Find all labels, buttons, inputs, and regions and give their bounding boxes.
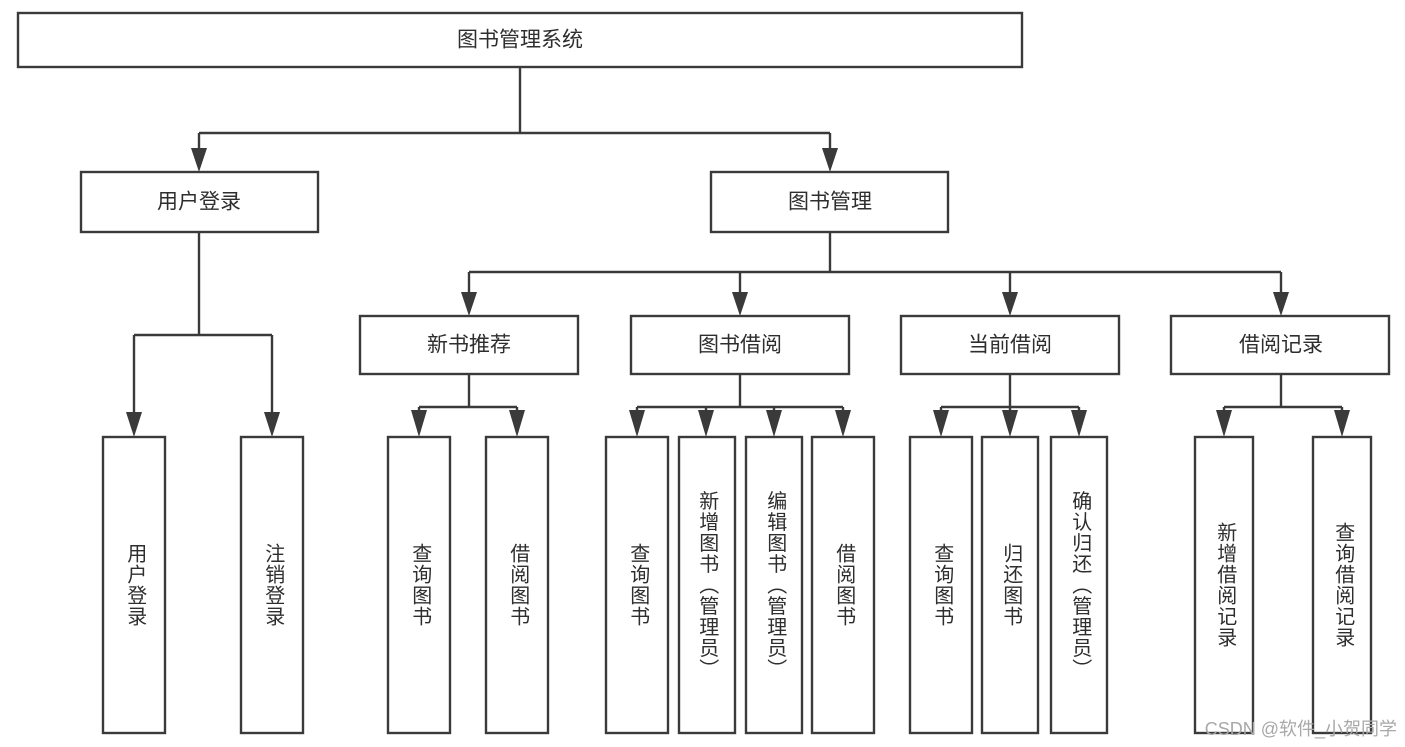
- arrowhead-leaf-3: [411, 410, 427, 437]
- leaf-node-borrow-book-1[interactable]: 借阅图书: [484, 435, 550, 735]
- leaf-node-confirm-return-admin-box[interactable]: [1049, 435, 1109, 735]
- node-book-borrow-box[interactable]: [629, 314, 851, 376]
- arrowhead-borrow: [732, 292, 748, 316]
- node-root-label: 图书管理系统: [457, 29, 583, 52]
- leaf-node-edit-book-admin-box[interactable]: [744, 435, 804, 735]
- arrowhead-current: [1002, 292, 1018, 316]
- leaf-node-query-borrow-record[interactable]: 查询借阅记录: [1311, 435, 1373, 735]
- node-borrow-records-box[interactable]: [1169, 314, 1391, 376]
- node-current-borrow[interactable]: 当前借阅: [899, 314, 1121, 376]
- leaf-node-query-book-1-box[interactable]: [386, 435, 452, 735]
- node-current-borrow-box[interactable]: [899, 314, 1121, 376]
- leaf-node-query-borrow-record-label: 查询借阅记录: [1332, 522, 1355, 648]
- leaf-node-logout[interactable]: 注销登录: [239, 435, 305, 735]
- leaf-node-edit-book-admin[interactable]: 编辑图书（管理员）: [744, 435, 804, 735]
- leaf-node-borrow-book-2[interactable]: 借阅图书: [810, 435, 876, 735]
- node-new-book-recommend-label: 新书推荐: [427, 334, 511, 357]
- leaf-node-borrow-book-1-box[interactable]: [484, 435, 550, 735]
- node-current-borrow-label: 当前借阅: [968, 334, 1052, 357]
- leaf-node-query-book-2-label: 查询图书: [627, 543, 650, 627]
- arrowhead-user-login: [191, 148, 207, 172]
- arrowhead-leaf-6: [698, 410, 714, 437]
- arrowhead-records: [1273, 292, 1289, 316]
- node-book-management-label: 图书管理: [788, 191, 872, 214]
- arrowhead-leaf-1: [126, 412, 142, 437]
- leaf-node-query-book-2[interactable]: 查询图书: [604, 435, 670, 735]
- arrowhead-leaf-8: [835, 410, 851, 437]
- arrowhead-new-rec: [461, 292, 477, 316]
- leaf-node-borrow-book-1-label: 借阅图书: [507, 543, 530, 627]
- leaf-node-edit-book-admin-label: 编辑图书（管理员）: [764, 490, 787, 679]
- node-user-login-label: 用户登录: [157, 191, 241, 214]
- leaf-node-borrow-book-2-label: 借阅图书: [833, 543, 856, 627]
- arrowhead-leaf-11: [1071, 410, 1087, 437]
- arrowhead-leaf-10: [1002, 410, 1018, 437]
- leaf-node-add-borrow-record-box[interactable]: [1193, 435, 1255, 735]
- leaf-node-query-book-2-box[interactable]: [604, 435, 670, 735]
- leaf-node-user-login[interactable]: 用户登录: [101, 435, 167, 735]
- node-book-borrow[interactable]: 图书借阅: [629, 314, 851, 376]
- arrowhead-leaf-13: [1334, 410, 1350, 437]
- node-root[interactable]: 图书管理系统: [16, 11, 1024, 69]
- leaf-node-add-borrow-record[interactable]: 新增借阅记录: [1193, 435, 1255, 735]
- leaf-node-query-book-3-label: 查询图书: [931, 543, 954, 627]
- node-user-login[interactable]: 用户登录: [79, 170, 320, 234]
- leaf-node-add-book-admin-box[interactable]: [677, 435, 737, 735]
- leaf-node-borrow-book-2-box[interactable]: [810, 435, 876, 735]
- leaf-node-query-book-3[interactable]: 查询图书: [908, 435, 974, 735]
- node-new-book-recommend[interactable]: 新书推荐: [358, 314, 580, 376]
- node-book-management-box[interactable]: [709, 170, 950, 234]
- leaf-node-return-book-label: 归还图书: [1000, 543, 1023, 627]
- node-book-management[interactable]: 图书管理: [709, 170, 950, 234]
- arrowhead-book-mgmt: [822, 148, 838, 172]
- leaf-node-add-book-admin[interactable]: 新增图书（管理员）: [677, 435, 737, 735]
- leaf-node-return-book[interactable]: 归还图书: [980, 435, 1040, 735]
- arrowhead-leaf-2: [264, 412, 280, 437]
- connector-layer: [126, 67, 1350, 437]
- leaf-node-logout-box[interactable]: [239, 435, 305, 735]
- arrowhead-leaf-12: [1216, 410, 1232, 437]
- leaf-node-logout-label: 注销登录: [262, 543, 285, 627]
- leaf-node-confirm-return-admin-label: 确认归还（管理员）: [1069, 490, 1092, 679]
- leaf-node-add-borrow-record-label: 新增借阅记录: [1214, 522, 1237, 648]
- arrowhead-leaf-4: [509, 410, 525, 437]
- node-new-book-recommend-box[interactable]: [358, 314, 580, 376]
- leaf-node-query-borrow-record-box[interactable]: [1311, 435, 1373, 735]
- node-book-borrow-label: 图书借阅: [698, 334, 782, 357]
- node-root-box[interactable]: [16, 11, 1024, 69]
- node-borrow-records[interactable]: 借阅记录: [1169, 314, 1391, 376]
- node-borrow-records-label: 借阅记录: [1239, 334, 1323, 357]
- leaf-node-confirm-return-admin[interactable]: 确认归还（管理员）: [1049, 435, 1109, 735]
- leaf-node-return-book-box[interactable]: [980, 435, 1040, 735]
- arrowhead-leaf-5: [629, 410, 645, 437]
- arrowhead-leaf-7: [766, 410, 782, 437]
- leaf-node-query-book-1[interactable]: 查询图书: [386, 435, 452, 735]
- leaf-node-user-login-label: 用户登录: [124, 543, 147, 627]
- leaf-node-query-book-3-box[interactable]: [908, 435, 974, 735]
- arrowhead-leaf-9: [933, 410, 949, 437]
- leaf-node-query-book-1-label: 查询图书: [409, 543, 432, 627]
- leaf-node-user-login-box[interactable]: [101, 435, 167, 735]
- node-user-login-box[interactable]: [79, 170, 320, 234]
- leaf-node-add-book-admin-label: 新增图书（管理员）: [696, 490, 719, 679]
